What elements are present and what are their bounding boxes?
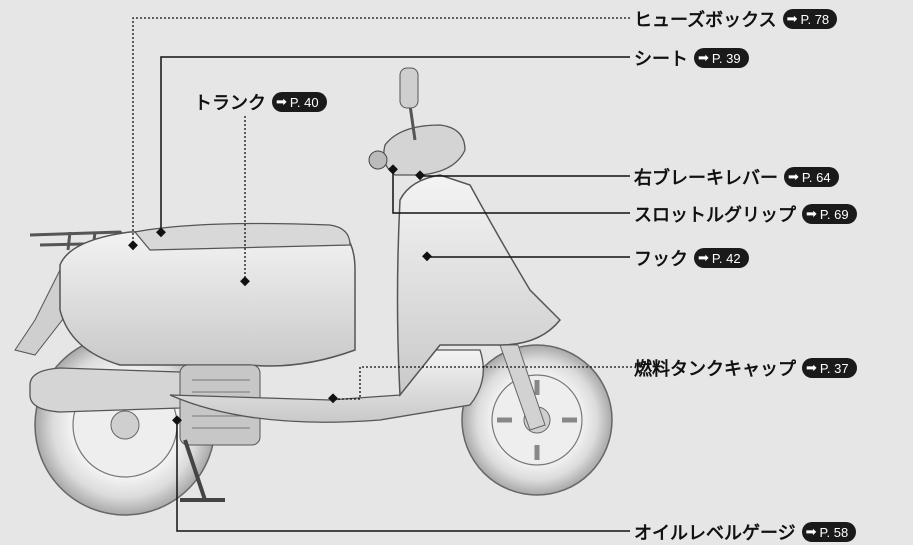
page-ref-oil-level-gauge-text: P. 58 xyxy=(819,524,849,540)
page-ref-trunk-text: P. 40 xyxy=(289,94,319,110)
page-ref-fuel-tank-cap[interactable]: ➡ P. 37 xyxy=(802,358,857,378)
page-ref-fuse-box-text: P. 78 xyxy=(800,11,830,27)
arrow-right-icon: ➡ xyxy=(806,206,817,221)
arrow-right-icon: ➡ xyxy=(805,524,817,539)
label-fuel-tank-cap: 燃料タンクキャップ ➡ P. 37 xyxy=(632,355,859,381)
label-fuse-box-text: ヒューズボックス xyxy=(634,10,777,31)
page-ref-throttle-grip[interactable]: ➡ P. 69 xyxy=(802,204,857,224)
page-ref-right-brake-lever[interactable]: ➡ P. 64 xyxy=(784,167,839,187)
label-seat-text: シート xyxy=(634,49,688,70)
page-ref-fuel-tank-cap-text: P. 37 xyxy=(819,360,849,376)
label-oil-level-gauge-text: オイルレベルゲージ xyxy=(634,523,796,544)
page-ref-fuse-box[interactable]: ➡ P. 78 xyxy=(782,9,838,29)
arrow-right-icon: ➡ xyxy=(806,360,817,375)
label-throttle-grip-text: スロットルグリップ xyxy=(634,205,796,226)
leader-fuse-box xyxy=(132,17,630,246)
label-throttle-grip: スロットルグリップ ➡ P. 69 xyxy=(632,201,859,227)
leg-shield xyxy=(396,174,562,398)
seat xyxy=(133,222,351,251)
label-right-brake-lever-text: 右ブレーキレバー xyxy=(634,168,778,189)
leader-throttle xyxy=(392,170,630,214)
page-ref-oil-level-gauge[interactable]: ➡ P. 58 xyxy=(801,522,857,542)
page-ref-trunk[interactable]: ➡ P. 40 xyxy=(272,92,327,112)
page-ref-seat[interactable]: ➡ P. 39 xyxy=(694,48,749,68)
label-fuse-box: ヒューズボックス ➡ P. 78 xyxy=(632,6,840,32)
label-hook-text: フック xyxy=(634,249,688,270)
grip xyxy=(368,150,388,170)
mirror-stem xyxy=(408,104,417,141)
page-ref-hook-text: P. 42 xyxy=(711,250,741,266)
label-seat: シート ➡ P. 39 xyxy=(632,45,751,71)
muffler xyxy=(29,367,186,413)
leader-dots xyxy=(128,164,432,426)
leader-lines-solid xyxy=(160,56,630,532)
leader-seat xyxy=(160,56,630,233)
label-hook: フック ➡ P. 42 xyxy=(632,245,751,271)
arrow-right-icon: ➡ xyxy=(786,11,798,26)
arrow-right-icon: ➡ xyxy=(698,250,709,265)
page-ref-hook[interactable]: ➡ P. 42 xyxy=(694,248,749,268)
mirror xyxy=(399,67,419,109)
arrow-right-icon: ➡ xyxy=(698,50,709,65)
label-trunk-text: トランク xyxy=(194,93,266,114)
rear-body-panel xyxy=(59,227,356,367)
center-stand xyxy=(180,439,225,502)
page-ref-right-brake-lever-text: P. 64 xyxy=(801,169,831,185)
leader-oil-gauge xyxy=(176,421,630,532)
arrow-right-icon: ➡ xyxy=(276,94,287,109)
leader-lines-dotted xyxy=(132,17,632,400)
label-fuel-tank-cap-text: 燃料タンクキャップ xyxy=(634,359,796,380)
page-ref-seat-text: P. 39 xyxy=(711,50,741,66)
label-trunk: トランク ➡ P. 40 xyxy=(192,89,329,115)
floor-panel xyxy=(169,349,484,423)
label-right-brake-lever: 右ブレーキレバー ➡ P. 64 xyxy=(632,164,841,190)
page-ref-throttle-grip-text: P. 69 xyxy=(819,206,849,222)
handlebar-cover xyxy=(383,124,466,176)
arrow-right-icon: ➡ xyxy=(788,169,799,184)
label-oil-level-gauge: オイルレベルゲージ ➡ P. 58 xyxy=(632,519,859,545)
leader-fuel-cap xyxy=(333,366,632,400)
